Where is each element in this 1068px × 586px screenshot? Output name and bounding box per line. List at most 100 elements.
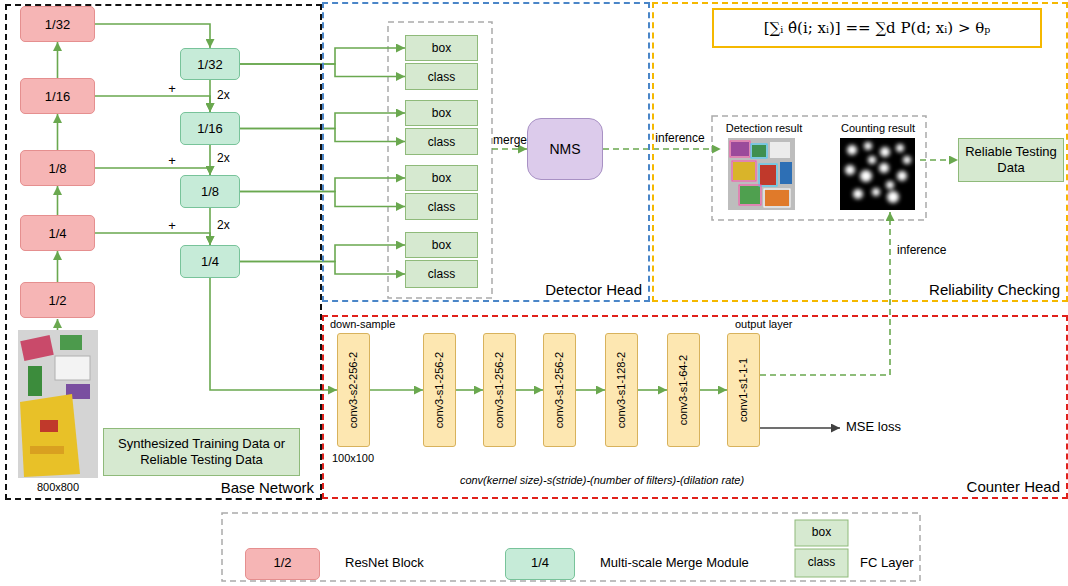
fc-layer: box [405,165,478,191]
resnet-block: 1/2 [20,282,95,318]
node-label: Synthesized Training Data or Reliable Te… [109,436,294,467]
conv-layer: conv3-s1-256-2 [483,333,516,447]
legend-text: Multi-scale Merge Module [600,556,749,570]
label-holder: output layer [735,318,792,330]
merge-module: 1/32 [180,48,240,80]
layer-note: down-sample [330,318,395,330]
product [28,366,42,396]
node-label: conv3-s2-256-2 [348,352,360,428]
connector-arrow [456,389,483,391]
node-label: conv3-s1-256-2 [554,352,566,428]
photo-ground [18,330,98,478]
counter-region: Counter Headconv3-s2-256-2conv3-s1-256-2… [322,315,1068,499]
edge-label-holder: 2x [216,152,231,165]
input-image [18,330,98,478]
product [30,446,64,454]
conv-layer: conv3-s1-256-2 [543,333,576,447]
edge-label: inference [654,132,705,145]
node-label: class [428,200,455,214]
label-holder: 1/4 [531,556,549,570]
merge-module: 1/4 [180,245,240,278]
resnet-block: 1/8 [20,150,95,186]
label-holder: box [812,526,831,539]
connector-arrow [760,212,890,375]
connector-arrow [95,233,210,245]
density-blob [887,191,899,203]
node-label: Counting result [841,122,915,134]
density-map [840,138,915,210]
loss-label: MSE loss [846,420,901,434]
node-label: Detection result [726,122,802,134]
detector-region: Detector Headboxclassboxclassboxclassbox… [322,2,650,302]
legend-sample-label: 1/2 [273,556,291,570]
node-label: class [428,70,455,84]
density-blob [853,189,863,199]
input-box: Synthesized Training Data or Reliable Te… [103,428,300,476]
node-label: 1/8 [201,184,219,199]
edge-label: 2x [216,89,231,102]
layer-note: output layer [735,318,792,330]
output-box: Reliable Testing Data [958,138,1064,182]
fc-layer: class [405,128,478,155]
label-holder: + [168,82,176,96]
legend-text: FC Layer [860,556,913,570]
formula-box: [∑ᵢ θ̂(i; xᵢ)] == ∑d P(d; xᵢ) > θₚ [712,8,1042,48]
photo-ground [728,138,795,210]
node-label: [∑ᵢ θ̂(i; xᵢ)] == ∑d P(d; xᵢ) > θₚ [764,19,991,37]
bounding-box [759,164,777,186]
product [40,420,58,432]
legend-frame [222,513,920,581]
density-blob [845,165,855,175]
density-blob [879,163,889,173]
connector-arrow [576,389,605,391]
label-holder: + [168,154,176,168]
bounding-box [739,185,761,205]
product [780,162,792,184]
conv-layer: conv3-s1-64-2 [667,333,700,447]
legend-sample [795,520,848,546]
bounding-box [730,141,750,157]
density-blob [847,145,857,155]
legend-holder: ResNet Block [345,556,424,570]
density-blob [880,147,890,157]
reliability-region: Reliability Checking[∑ᵢ θ̂(i; xᵢ)] == ∑d… [652,2,1068,302]
edge-label-holder: inference [654,132,705,145]
region-title: Base Network [221,479,314,496]
bounding-box [732,161,756,181]
connector-arrow [57,186,59,215]
density-blob [864,142,872,150]
legend-sample-label: box [812,526,831,539]
loss-arrow [760,427,840,428]
product [752,145,766,157]
node-label: conv3-s1-256-2 [434,352,446,428]
node-label: conv3-s1-64-2 [678,355,690,425]
edge-label-holder: inference [896,244,947,257]
label-holder: + [168,219,176,233]
network-region: Base Network1/321/161/81/41/21/321/161/8… [5,4,322,500]
product [760,165,776,185]
legend-sample-label: class [808,556,835,569]
edge-label-holder: 2x [216,219,231,232]
density-blob [872,188,880,196]
node-label: 1/8 [48,161,66,176]
node-label: conv3-s1-256-2 [494,352,506,428]
sum-sign: + [168,82,176,96]
label-holder: down-sample [330,318,395,330]
connector-arrow [920,159,958,161]
connector-arrow [516,389,543,391]
node-label: class [428,135,455,149]
product [770,142,790,158]
connector-arrow [210,278,337,390]
legend-holder: FC Layer [860,556,913,570]
group-frame [388,22,492,298]
connector-arrow [95,168,210,175]
node-label: box [432,41,451,55]
label-holder: MSE loss [846,420,901,434]
node-label: box [432,238,451,252]
size-label: 100x100 [332,452,374,464]
density-blob [868,156,876,164]
resnet-block: 1/4 [20,215,95,251]
density-blob [903,156,911,164]
density-blob [896,144,904,152]
node-label: 1/16 [197,121,222,136]
